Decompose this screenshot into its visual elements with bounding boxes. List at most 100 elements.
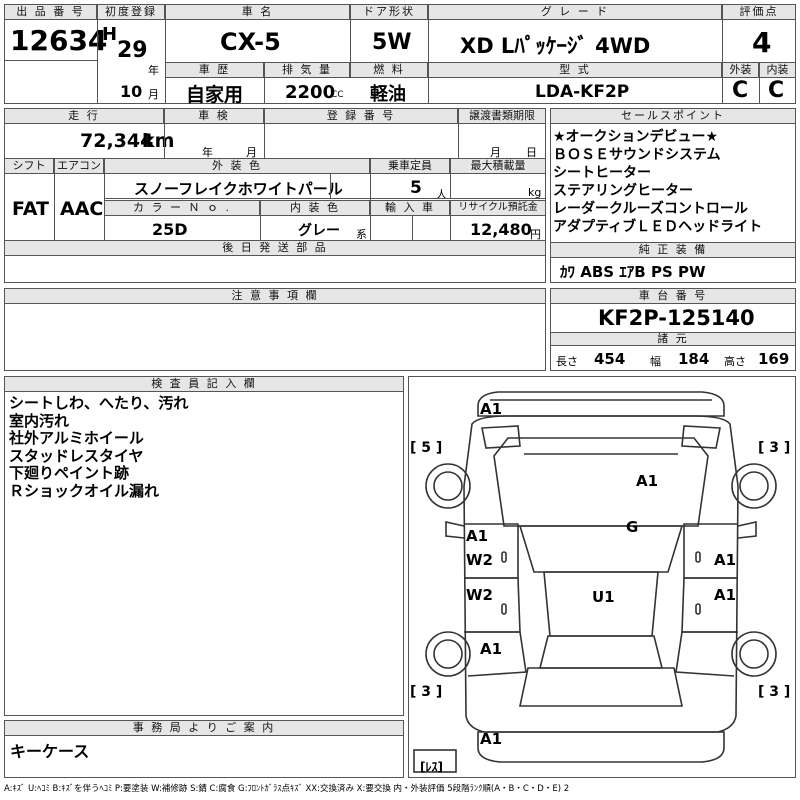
transfer-month-unit: 月 bbox=[490, 146, 501, 159]
damage-mark-left-front-fender: A1 bbox=[466, 527, 489, 545]
capacity-label: 乗車定員 bbox=[370, 158, 450, 174]
inspector-note: シートしわ、へたり、汚れ bbox=[9, 394, 189, 412]
damage-mark-right-front-door: A1 bbox=[714, 551, 737, 569]
car-name: CX-5 bbox=[220, 28, 281, 56]
month-unit: 月 bbox=[148, 88, 159, 101]
sales-point-item: ★オークションデビュー★ bbox=[553, 129, 719, 145]
import-label: 輸 入 車 bbox=[370, 200, 450, 216]
inspector-note: スタッドレスタイヤ bbox=[9, 446, 144, 465]
inspector-note: Ｒショックオイル漏れ bbox=[9, 481, 160, 500]
score-label: 評価点 bbox=[722, 4, 796, 20]
car-name-label: 車 名 bbox=[165, 4, 350, 20]
color-no: 25D bbox=[152, 220, 188, 239]
shift: FAT bbox=[12, 198, 49, 220]
height-value: 169 bbox=[758, 350, 790, 368]
tire-depth-front-right: [ 3 ] bbox=[758, 440, 791, 456]
load-unit: kg bbox=[528, 186, 542, 199]
damage-mark-right-rear-door: A1 bbox=[714, 586, 737, 604]
model: LDA-KF2P bbox=[535, 82, 630, 102]
tire-depth-rear-right: [ 3 ] bbox=[758, 684, 791, 700]
sales-point-label: セールスポイント bbox=[550, 108, 796, 124]
mileage-label: 走 行 bbox=[4, 108, 164, 124]
shift-label: シフト bbox=[4, 158, 54, 174]
int-color-unit: 系 bbox=[356, 228, 367, 241]
damage-legend: A:ｷｽﾞ U:ﾍｺﾐ B:ｷｽﾞを伴うﾍｺﾐ P:要塗装 W:補修跡 S:錆 … bbox=[4, 784, 570, 794]
tire-depth-front-left: [ 5 ] bbox=[410, 440, 443, 456]
length-label: 長さ bbox=[556, 355, 578, 368]
fuel: 軽油 bbox=[370, 84, 406, 105]
damage-mark-windshield: G bbox=[626, 518, 639, 536]
recycle-label: リサイクル預託金 bbox=[450, 200, 546, 216]
width-value: 184 bbox=[678, 350, 710, 368]
damage-mark-left-quarter: A1 bbox=[480, 640, 503, 658]
damage-mark-front-bumper: A1 bbox=[480, 400, 503, 418]
exterior-color: スノーフレイクホワイトパール bbox=[134, 180, 343, 198]
recycle: 12,480 bbox=[470, 220, 532, 239]
office-note: キーケース bbox=[10, 742, 90, 761]
ac-label: エアコン bbox=[54, 158, 104, 174]
notes-label: 注 意 事 項 欄 bbox=[4, 288, 546, 304]
year-unit: 年 bbox=[148, 64, 159, 77]
first-reg-month: 10 bbox=[120, 82, 143, 101]
history-label: 車 歴 bbox=[165, 62, 264, 78]
specs-label: 諸 元 bbox=[550, 332, 796, 346]
inspector-notes: シートしわ、へたり、汚れ 室内汚れ 社外アルミホイール スタッドレスタイヤ 下廻… bbox=[9, 394, 189, 500]
exterior-grade: C bbox=[732, 78, 749, 103]
equipment-value: ｶﾜ ABS ｴｱB PS PW bbox=[560, 263, 706, 281]
load-label: 最大積載量 bbox=[450, 158, 546, 174]
chassis-number: KF2P-125140 bbox=[598, 306, 755, 330]
reg-no-label: 登 録 番 号 bbox=[264, 108, 458, 124]
inspection-label: 車 検 bbox=[164, 108, 264, 124]
ac: AAC bbox=[60, 198, 104, 220]
color-no-label: カ ラ ー Ｎ ｏ . bbox=[104, 200, 260, 216]
door-label: ドア形状 bbox=[350, 4, 428, 20]
insp-month-unit: 月 bbox=[246, 146, 257, 159]
history: 自家用 bbox=[186, 84, 244, 106]
sales-point-list: ★オークションデビュー★ ＢＯＳＥサウンドシステム シートヒーター ステアリング… bbox=[553, 128, 793, 236]
sales-point-item: レーダークルーズコントロール bbox=[553, 201, 748, 217]
tire-depth-rear-left: [ 3 ] bbox=[410, 684, 443, 700]
interior-label: 内装 bbox=[759, 62, 796, 78]
car-diagram-frame bbox=[408, 376, 796, 778]
equipment-label: 純 正 装 備 bbox=[550, 242, 796, 258]
mileage-unit: km bbox=[142, 130, 175, 152]
car-diagram bbox=[413, 391, 777, 773]
first-reg-year: 29 bbox=[117, 38, 148, 63]
grade-label: グ レ ー ド bbox=[428, 4, 722, 20]
displacement: 2200 bbox=[285, 82, 336, 103]
door: 5W bbox=[372, 30, 412, 55]
first-reg-label: 初度登録 bbox=[97, 4, 165, 20]
transfer-day-unit: 日 bbox=[526, 146, 537, 159]
inspector-label: 検 査 員 記 入 欄 bbox=[4, 376, 404, 392]
interior-color: グレー bbox=[298, 223, 340, 239]
sales-point-item: ステアリングヒーター bbox=[553, 183, 693, 199]
displacement-label: 排 気 量 bbox=[264, 62, 350, 78]
score: 4 bbox=[752, 26, 772, 59]
transfer-label: 譲渡書類期限 bbox=[458, 108, 546, 124]
sales-point-item: シートヒーター bbox=[553, 165, 651, 181]
era: H bbox=[102, 24, 118, 45]
model-label: 型 式 bbox=[428, 62, 722, 78]
office-label: 事 務 局 よ り ご 案 内 bbox=[4, 720, 404, 736]
later-parts-label: 後 日 発 送 部 品 bbox=[4, 240, 546, 256]
mileage: 72,344 bbox=[80, 130, 154, 152]
damage-mark-hood: A1 bbox=[636, 472, 659, 490]
lot-no: 12634 bbox=[10, 24, 108, 57]
recycle-unit: 円 bbox=[530, 228, 541, 241]
grade: XD Lﾊﾟｯｹｰｼﾞ 4WD bbox=[460, 34, 651, 58]
spare-tire-status: [ﾚｽ] bbox=[420, 760, 443, 774]
inspector-note: 室内汚れ bbox=[9, 411, 70, 430]
capacity-unit: 人 bbox=[436, 188, 447, 201]
chassis-label: 車 台 番 号 bbox=[550, 288, 796, 304]
damage-mark-left-front-door: W2 bbox=[466, 551, 493, 569]
sales-point-item: ＢＯＳＥサウンドシステム bbox=[553, 147, 721, 163]
inspector-note: 社外アルミホイール bbox=[9, 429, 144, 447]
damage-mark-rear-bumper: A1 bbox=[480, 730, 503, 748]
int-color-label: 内 装 色 bbox=[260, 200, 370, 216]
insp-year-unit: 年 bbox=[202, 146, 213, 159]
capacity: 5 bbox=[410, 178, 422, 198]
width-label: 幅 bbox=[650, 355, 661, 368]
damage-mark-left-rear-door: W2 bbox=[466, 586, 493, 604]
fuel-label: 燃 料 bbox=[350, 62, 428, 78]
displacement-unit: CC bbox=[331, 90, 344, 100]
